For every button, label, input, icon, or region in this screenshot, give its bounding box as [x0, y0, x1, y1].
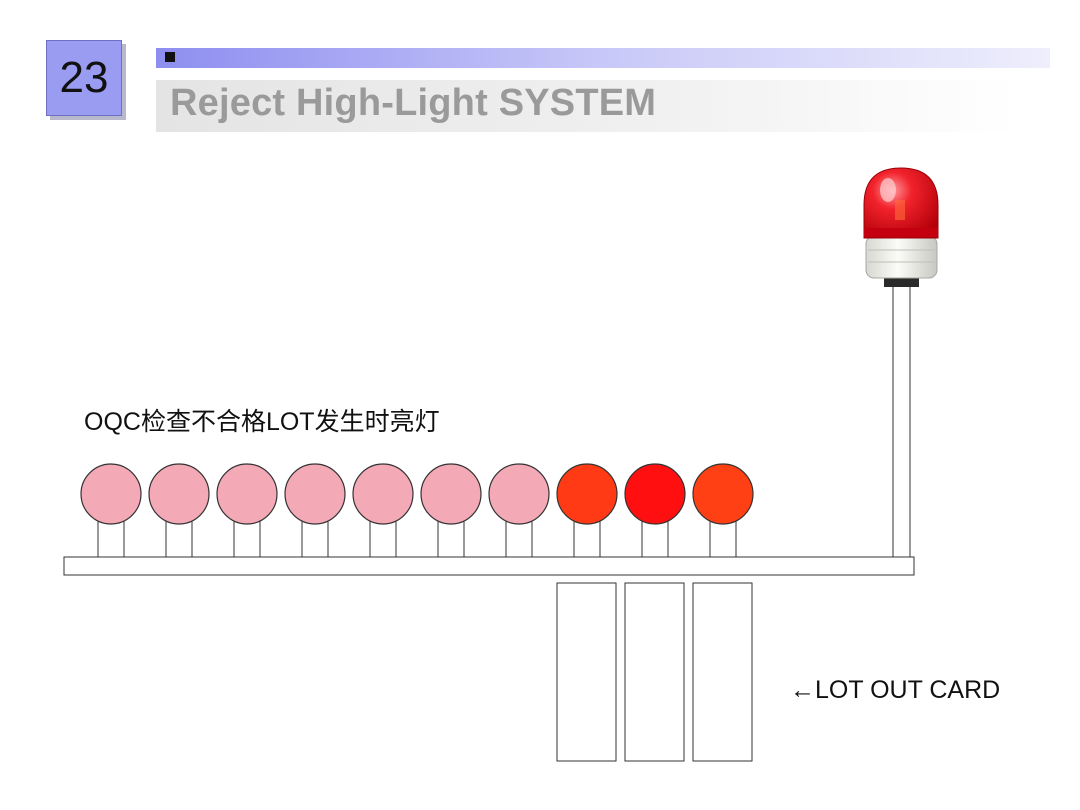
reject-lamp-off [352, 463, 414, 525]
lamp-row [80, 463, 754, 558]
reject-lamp-lit [624, 463, 686, 525]
caption-text: OQC检查不合格LOT发生时亮灯 [84, 408, 440, 436]
reject-lamp-lit [692, 463, 754, 525]
reject-lamp-off [420, 463, 482, 525]
lamp-stand [301, 517, 329, 558]
rail-bar [63, 556, 915, 576]
page-title: Reject High-Light SYSTEM [170, 82, 657, 124]
reject-lamp-off [80, 463, 142, 525]
rotating-warning-light-icon [863, 167, 939, 287]
reject-lamp-off [148, 463, 210, 525]
lot-out-card-slot [624, 582, 685, 762]
title-band [156, 80, 1016, 132]
beacon-pole [892, 284, 911, 558]
header-bullet [165, 52, 175, 62]
slide-number: 23 [46, 40, 122, 116]
lot-out-card-slot [556, 582, 617, 762]
header-bar [156, 48, 1050, 68]
lot-card-slots [556, 582, 753, 762]
reject-lamp-off [284, 463, 346, 525]
lot-out-card-slot [692, 582, 753, 762]
reject-lamp-lit [556, 463, 618, 525]
reject-lamp-off [216, 463, 278, 525]
lamp-stand [165, 517, 193, 558]
reject-lamp-off [488, 463, 550, 525]
lot-out-card-label: ←LOT OUT CARD [790, 676, 1001, 704]
